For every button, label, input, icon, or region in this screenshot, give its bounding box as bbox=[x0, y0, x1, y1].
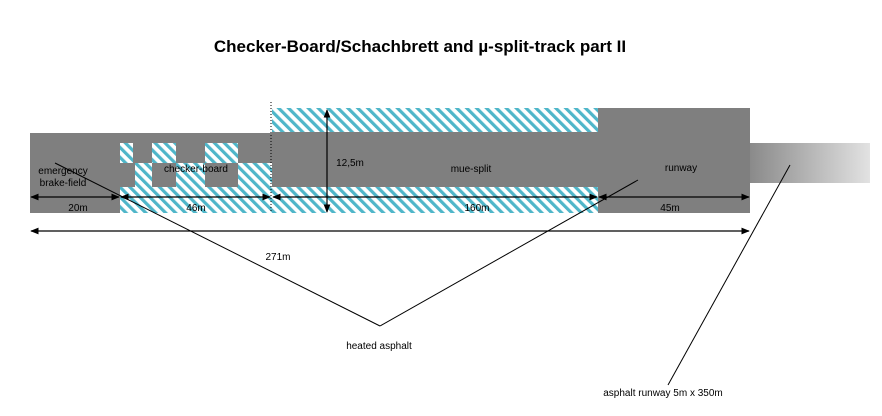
asphalt-runway-extension bbox=[750, 143, 870, 183]
checker-tile bbox=[120, 143, 133, 163]
checker-length-label: 46m bbox=[186, 203, 205, 214]
total-length-label: 271m bbox=[265, 252, 290, 263]
leader-heated-to-split bbox=[379, 179, 639, 327]
heated-split-upper bbox=[272, 108, 598, 132]
asphalt-runway-label: asphalt runway 5m x 350m bbox=[603, 388, 723, 399]
heated-asphalt-label: heated asphalt bbox=[346, 341, 412, 352]
runway-length-label: 45m bbox=[660, 203, 679, 214]
track bbox=[30, 108, 870, 213]
emergency-label-line1: emergency bbox=[38, 166, 87, 177]
diagram-title: Checker-Board/Schachbrett and µ-split-tr… bbox=[214, 37, 626, 56]
segment-dimensions bbox=[30, 109, 750, 235]
emergency-length-label: 20m bbox=[68, 203, 87, 214]
checker-tile bbox=[135, 163, 152, 187]
checker-tile bbox=[152, 143, 176, 163]
checker-tile bbox=[238, 163, 272, 187]
checker-board-label: checker-board bbox=[164, 164, 228, 175]
leader-lines bbox=[54, 162, 791, 386]
leader-heated-to-checker bbox=[54, 162, 381, 327]
heated-split-lower bbox=[272, 187, 598, 213]
mue-split-label: mue-split bbox=[451, 164, 492, 175]
checker-tile bbox=[205, 143, 238, 163]
split-length-label: 160m bbox=[464, 203, 489, 214]
width-label: 12,5m bbox=[336, 158, 364, 169]
checker-board-tiles bbox=[120, 143, 272, 213]
checker-tile bbox=[176, 163, 205, 187]
leader-runway-extension bbox=[667, 164, 791, 386]
runway-label: runway bbox=[665, 163, 697, 174]
emergency-label-line2: brake-field bbox=[40, 178, 87, 189]
